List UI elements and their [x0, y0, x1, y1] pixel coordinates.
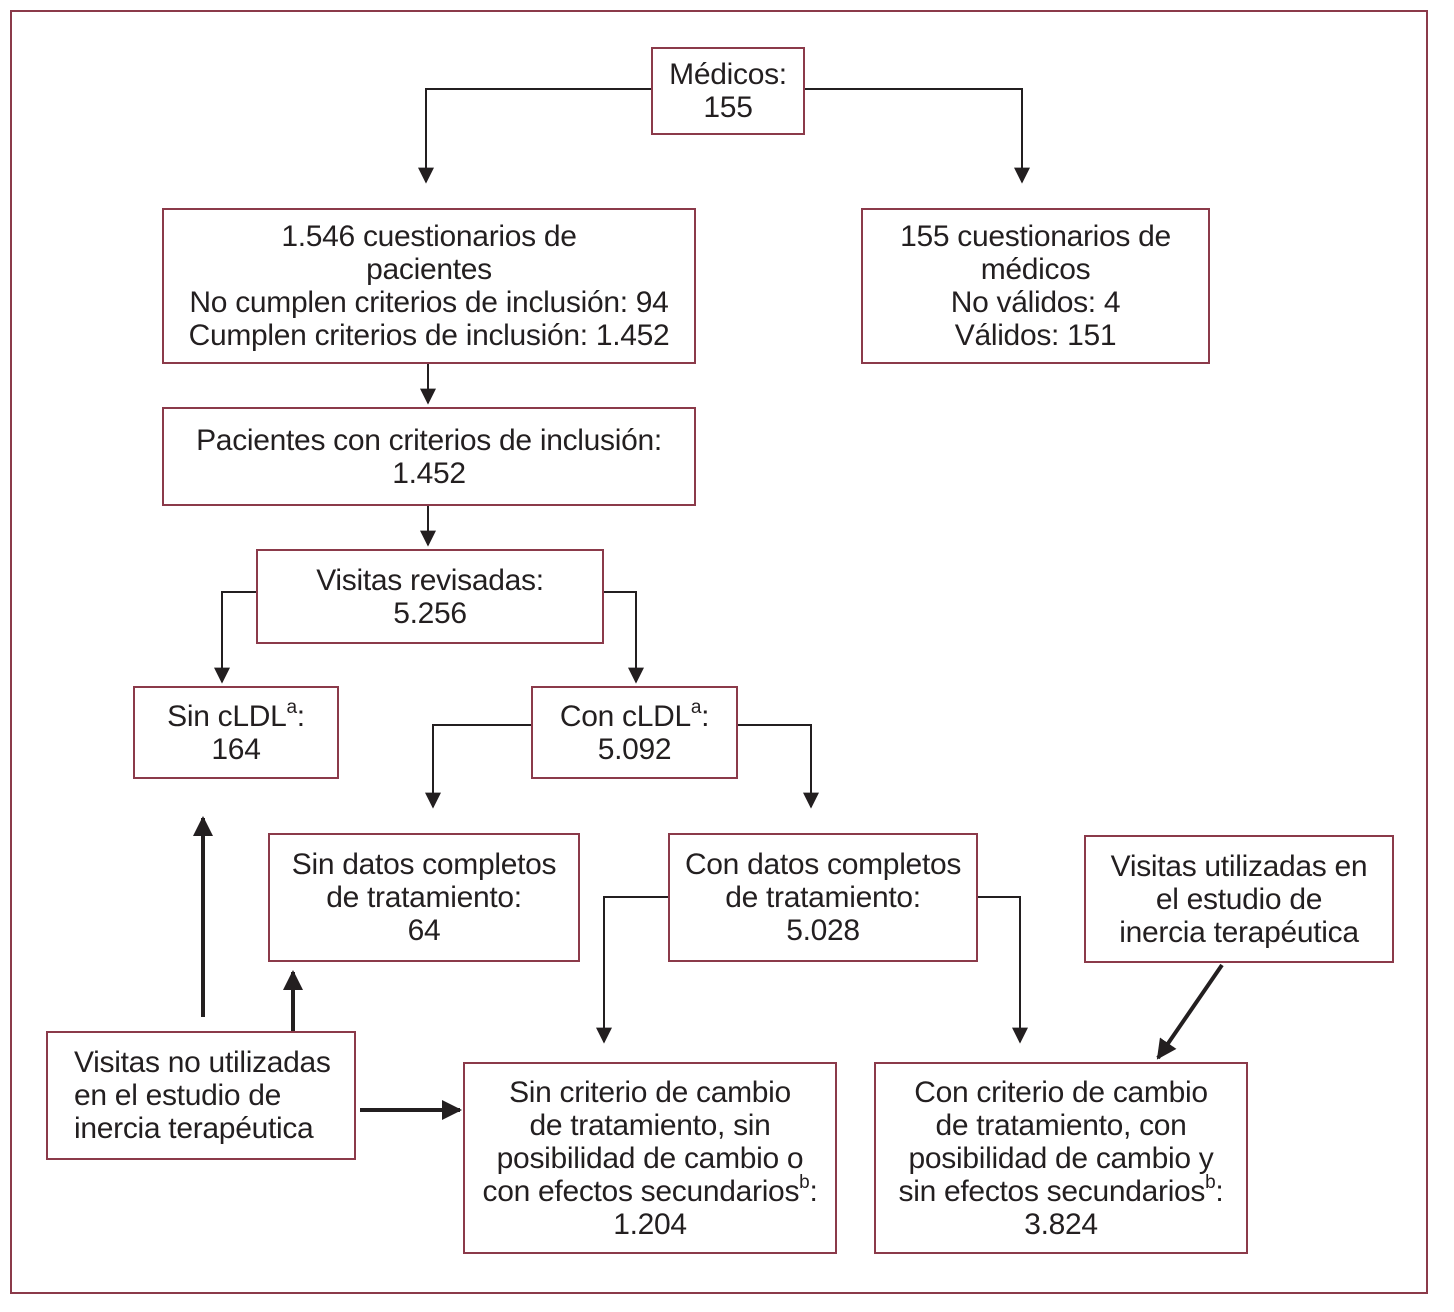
- node-con-cldl: Con cLDLa: 5.092: [531, 686, 738, 779]
- arrow-medicos-to-pacientes: [418, 88, 651, 184]
- node-con-datos-completos: Con datos completos de tratamiento: 5.02…: [668, 833, 978, 962]
- node-visitas-utilizadas: Visitas utilizadas en el estudio de iner…: [1084, 835, 1394, 963]
- arrow-con-cldl-to-sin-datos: [425, 724, 531, 809]
- arrow-visitas-to-con-cldl: [604, 591, 644, 684]
- node-visitas-revisadas: Visitas revisadas: 5.256: [256, 549, 604, 644]
- node-con-criterio-cambio: Con criterio de cambio de tratamiento, c…: [874, 1062, 1248, 1254]
- node-medicos: Médicos: 155: [651, 47, 805, 135]
- arrow-medicos-to-cuest-medicos: [805, 88, 1030, 184]
- arrow-con-datos-to-sin-criterio: [596, 896, 668, 1044]
- arrow-con-datos-to-con-criterio: [978, 896, 1028, 1044]
- arrow-visitas-to-sin-cldl: [214, 591, 256, 684]
- node-cuestionarios-medicos: 155 cuestionarios de médicos No válidos:…: [861, 208, 1210, 364]
- diagram-frame: [10, 10, 1428, 1294]
- node-sin-cldl: Sin cLDLa: 164: [133, 686, 339, 779]
- node-sin-criterio-cambio: Sin criterio de cambio de tratamiento, s…: [463, 1062, 837, 1254]
- node-visitas-no-utilizadas: Visitas no utilizadas en el estudio de i…: [46, 1031, 356, 1160]
- arrow-con-cldl-to-con-datos: [738, 724, 819, 809]
- arrow-utilizadas-to-con-criterio: [1156, 963, 1224, 1060]
- node-pacientes-criterios: Pacientes con criterios de inclusión: 1.…: [162, 407, 696, 506]
- node-sin-datos-completos: Sin datos completos de tratamiento: 64: [268, 833, 580, 962]
- node-cuestionarios-pacientes: 1.546 cuestionarios de pacientes No cump…: [162, 208, 696, 364]
